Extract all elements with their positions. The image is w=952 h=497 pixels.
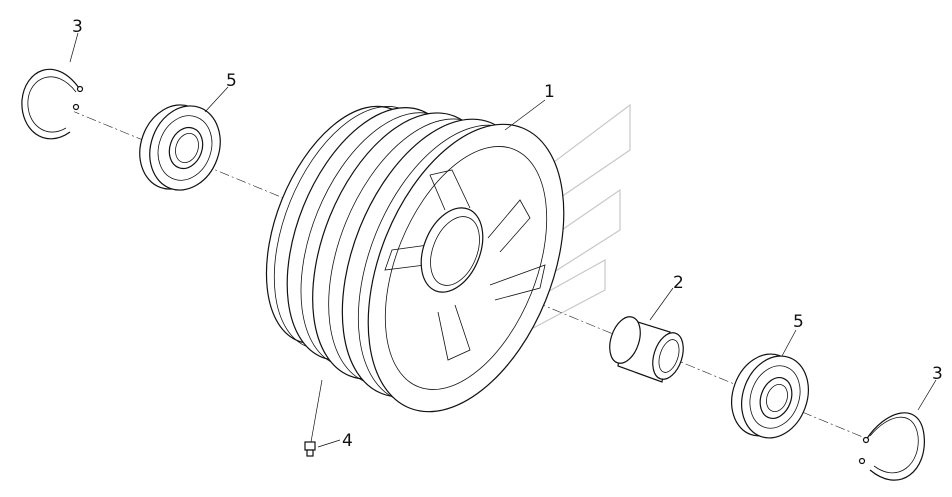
grease-fitting bbox=[304, 379, 323, 457]
callout-bearing-right: 5 bbox=[793, 312, 804, 332]
pulley-spokes bbox=[384, 169, 546, 361]
callout-pulley: 1 bbox=[544, 82, 555, 102]
leader-lines bbox=[69, 32, 937, 448]
retaining-ring-right bbox=[858, 412, 925, 481]
callout-grease-fitting: 4 bbox=[342, 431, 353, 451]
bearing-left bbox=[139, 104, 221, 191]
callout-bushing: 2 bbox=[673, 273, 684, 293]
callout-bearing-left: 5 bbox=[226, 71, 237, 91]
pulley bbox=[265, 105, 565, 413]
retaining-ring-left bbox=[21, 68, 84, 140]
bushing bbox=[609, 316, 684, 383]
callout-retaining-ring-left: 3 bbox=[72, 17, 83, 37]
bearing-right bbox=[731, 353, 809, 439]
callout-retaining-ring-right: 3 bbox=[932, 364, 943, 384]
